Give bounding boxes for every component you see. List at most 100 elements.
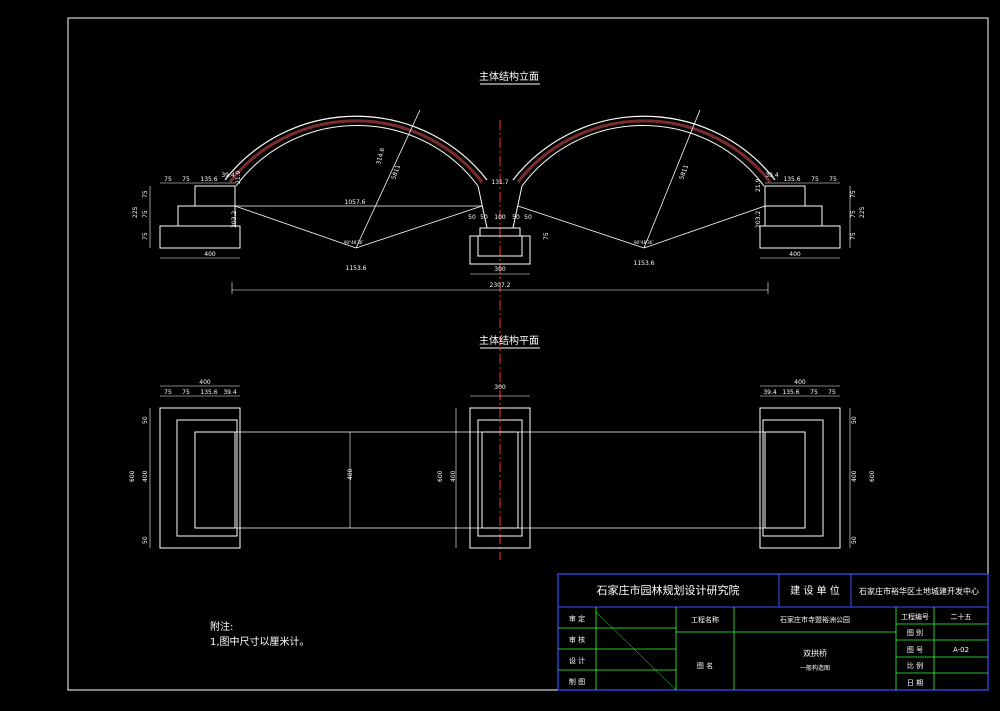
elev-right-top-dims: 39.4 135.6 75 75	[765, 172, 840, 184]
left-radius-b	[355, 109, 421, 249]
dim-label: 75	[828, 389, 836, 396]
dim-label: 39.4	[223, 389, 237, 396]
dim-label: 135.6	[200, 389, 217, 396]
right-label: 比 例	[907, 661, 923, 670]
dim-label: 100	[494, 214, 506, 221]
dim-label: 2307.2	[490, 282, 511, 289]
dim-label: 400	[204, 251, 216, 258]
title-block	[557, 573, 989, 691]
left-arch-outer	[224, 115, 488, 181]
right-arch-inner	[521, 124, 765, 187]
dim-label: 75	[850, 210, 857, 218]
left-arch-band	[228, 119, 484, 183]
plan-title: 主体结构平面	[479, 334, 539, 347]
plan-pier-side-dims: 600 400	[437, 408, 457, 548]
dim-arc-thick-l: 21.9	[235, 170, 242, 184]
dim-label: 75	[543, 232, 550, 240]
elev-pier-dims: 50 50 100 50 50 75	[468, 214, 550, 240]
project-name: 石家庄市寺盟裕洲公园	[780, 615, 850, 624]
pier-inner	[477, 235, 523, 257]
dim-label: 135.6	[200, 176, 217, 183]
dim-label: 75	[182, 176, 190, 183]
dim-label: 50	[524, 214, 532, 221]
plan-pier-mid	[477, 419, 523, 537]
right-arch-outer	[512, 115, 776, 181]
plan-pier-top-dims: 300	[470, 384, 530, 397]
dim-label: 135.6	[783, 176, 800, 183]
dim-arc-thick-r: 21.9	[755, 178, 762, 192]
elevation-title: 主体结构立面	[479, 70, 539, 83]
dim-label: 600	[869, 470, 876, 482]
dim-label: 600	[437, 470, 444, 482]
right-abutment-mid	[764, 205, 823, 227]
right-label: 日 期	[907, 679, 923, 687]
left-arch-inner	[235, 124, 479, 187]
plan-pier-outer	[469, 407, 531, 549]
notes-title: 附注:	[210, 620, 233, 633]
right-radius-a	[643, 205, 766, 249]
elev-left-side-dims: 225 75 75 75	[132, 186, 151, 248]
right-abutment-top	[764, 185, 806, 207]
client-label: 建 设 单 位	[790, 584, 840, 597]
right-value: 二十五	[951, 612, 972, 621]
dim-span-inner: 1057.6	[345, 199, 366, 206]
drawing-sub: 一般构造图	[800, 664, 830, 672]
dim-label: 50	[480, 214, 488, 221]
plan-right-mid	[762, 419, 824, 537]
left-abutment-mid	[177, 205, 236, 227]
client-name: 石家庄市裕华区土地城建开发中心	[859, 586, 979, 596]
right-radius-c	[517, 205, 645, 249]
dim-chord-r: 1153.6	[634, 260, 655, 267]
angle-note-l: 90°48′36″	[344, 240, 364, 245]
plan-right-side-dims: 400 600 50 50	[849, 408, 876, 548]
right-label: 图 别	[907, 628, 923, 637]
dim-sub-h-r: 203.2	[755, 211, 762, 228]
dim-label: 75	[850, 190, 857, 198]
notes-line: 1,图中尺寸以厘米计。	[210, 635, 310, 648]
dim-label: 300	[494, 266, 506, 273]
plan-right-inner	[764, 431, 806, 529]
row-label-design: 设 计	[569, 656, 585, 665]
dim-label: 50	[851, 536, 858, 544]
plan-left-mid	[176, 419, 238, 537]
elev-left-top-dims: 75 75 135.6 39.4	[160, 172, 235, 184]
dim-label: 225	[132, 206, 139, 218]
sheet-frame	[67, 17, 989, 691]
left-arch-leg	[477, 185, 488, 229]
dim-chord-l: 1153.6	[346, 265, 367, 272]
left-abutment-base	[159, 225, 241, 249]
right-arch-band	[516, 119, 772, 183]
dim-label: 400	[794, 379, 806, 386]
right-value: A-02	[953, 646, 969, 654]
dim-label: 50	[468, 214, 476, 221]
drawing-label: 图 名	[697, 661, 713, 670]
dim-label: 75	[182, 389, 190, 396]
elev-bottom-dims: 400 400 300 2307.2	[160, 251, 840, 294]
dim-label: 50	[851, 416, 858, 424]
row-label-draw: 制 图	[569, 677, 585, 686]
right-label: 图 号	[907, 646, 923, 654]
dim-label: 75	[164, 389, 172, 396]
project-label: 工程名称	[691, 615, 719, 624]
dim-label: 600	[129, 470, 136, 482]
dim-label: 39.4	[763, 389, 777, 396]
dim-label: 75	[142, 232, 149, 240]
dim-label: 75	[811, 176, 819, 183]
plan-right-top-dims: 400 39.4 135.6 75 75	[760, 379, 840, 397]
dim-label: 300	[494, 384, 506, 391]
plan-pier-inner	[481, 431, 519, 529]
row-label-review: 审 核	[569, 635, 585, 644]
dim-label: 75	[850, 232, 857, 240]
dim-label: 225	[859, 206, 866, 218]
right-arch-leg	[512, 185, 523, 229]
dim-label: 400	[199, 379, 211, 386]
left-radius-a	[234, 205, 357, 249]
left-abutment-top	[194, 185, 236, 207]
dim-label: 50	[512, 214, 520, 221]
dim-label: 75	[142, 210, 149, 218]
row-label-approve: 审 定	[569, 614, 585, 623]
dim-label: 400	[450, 470, 457, 482]
right-radius-b	[643, 109, 701, 249]
elev-right-side-dims: 75 75 75 225	[849, 186, 866, 248]
